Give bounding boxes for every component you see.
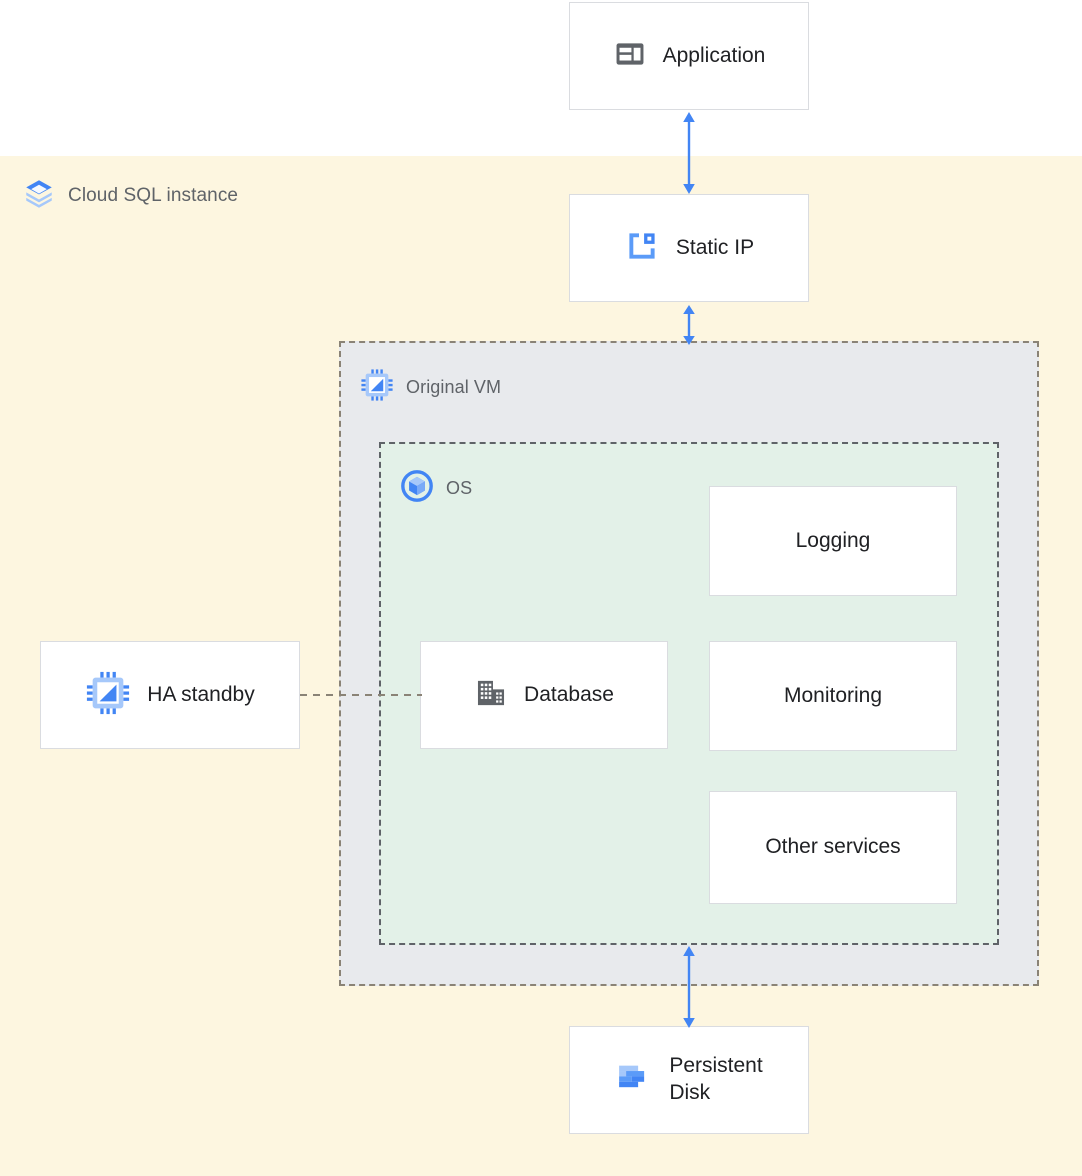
node-persistent-disk-label: Persistent Disk (669, 1054, 763, 1104)
node-other-services[interactable]: Other services (709, 791, 957, 904)
os-circle-cube-icon (400, 469, 434, 508)
connector-ha-standby-to-original-vm (300, 694, 422, 696)
node-monitoring[interactable]: Monitoring (709, 641, 957, 751)
node-static-ip[interactable]: Static IP (569, 194, 809, 302)
vm-cpu-chip-icon (360, 368, 394, 407)
node-ha-standby-label: HA standby (147, 682, 255, 706)
node-application-label: Application (662, 43, 766, 67)
application-window-icon (613, 37, 647, 76)
node-other-services-label: Other services (765, 835, 901, 859)
node-monitoring-label: Monitoring (783, 683, 883, 707)
node-application[interactable]: Application (569, 2, 809, 110)
vm-cpu-chip-icon (85, 670, 131, 721)
os-label: OS (446, 478, 473, 498)
node-static-ip-label: Static IP (675, 235, 755, 259)
original-vm-label-group: Original VM (360, 368, 501, 407)
node-database[interactable]: Database (420, 641, 668, 749)
original-vm-label: Original VM (406, 377, 502, 397)
static-ip-square-icon (624, 228, 660, 269)
os-label-group: OS (400, 469, 472, 508)
persistent-disk-steps-icon (615, 1059, 653, 1102)
database-building-icon (474, 676, 508, 715)
cloud-sql-instance-label: Cloud SQL instance (68, 184, 239, 206)
cloud-sql-instance-label-group: Cloud SQL instance (22, 176, 238, 215)
cloud-sql-stacked-layers-icon (22, 176, 56, 215)
node-persistent-disk[interactable]: Persistent Disk (569, 1026, 809, 1134)
connector-os-to-persistent-disk (683, 946, 695, 1028)
node-ha-standby[interactable]: HA standby (40, 641, 300, 749)
node-database-label: Database (524, 682, 614, 706)
connector-static-ip-to-original-vm (683, 305, 695, 345)
connector-application-to-static-ip (683, 112, 695, 194)
node-logging-label: Logging (795, 528, 871, 552)
node-logging[interactable]: Logging (709, 486, 957, 596)
